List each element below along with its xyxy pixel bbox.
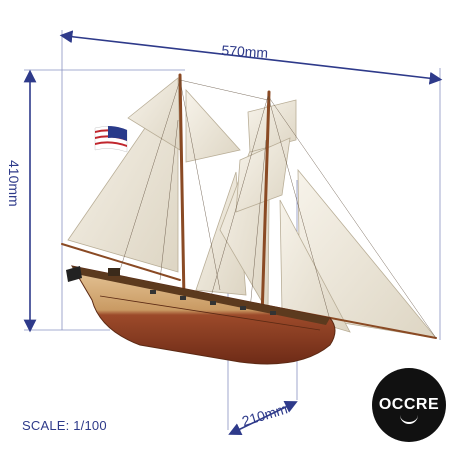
sails	[67, 77, 437, 339]
hull	[66, 265, 336, 365]
width-dimension-label: 570mm	[221, 42, 269, 61]
logo-smile-icon	[400, 414, 418, 424]
rigging	[119, 79, 437, 339]
width-arrow	[59, 30, 443, 85]
depth-arrow	[228, 401, 298, 435]
scale-label: SCALE: 1/100	[22, 418, 107, 433]
logo-text: OCCRE	[378, 396, 440, 413]
height-dimension-label: 410mm	[6, 160, 22, 207]
us-flag	[94, 126, 128, 153]
occre-logo: OCCRE	[372, 368, 446, 442]
